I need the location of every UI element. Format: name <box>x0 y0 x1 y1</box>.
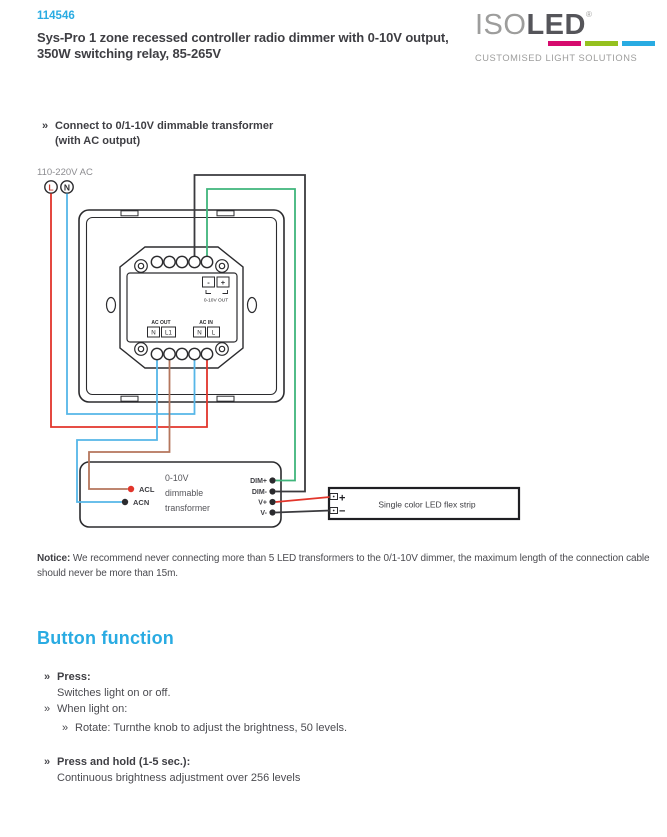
title-line-2: 350W switching relay, 85-265V <box>37 46 222 61</box>
bullet-icon: » <box>44 756 51 768</box>
list-item-press-detail: Switches light on or off. <box>57 687 171 699</box>
bullet-icon: » <box>62 722 69 734</box>
connect-note-line2: (with AC output) <box>55 135 141 147</box>
svg-text:-: - <box>207 278 210 287</box>
page-title: Sys-Pro 1 zone recessed controller radio… <box>37 30 477 62</box>
svg-text:Single color LED flex strip: Single color LED flex strip <box>378 500 476 510</box>
logo-wordmark: ISOLED® <box>475 11 661 40</box>
connect-note: » Connect to 0/1-10V dimmable transforme… <box>42 119 273 149</box>
dim-minus-dot <box>269 488 276 495</box>
neutral-terminal-icon: N <box>60 180 74 194</box>
section-heading-button-function: Button function <box>37 628 174 648</box>
logo-bar-green <box>585 41 618 46</box>
dimmer-labels: - + 0-10V OUT AC OUT N L1 AC IN N L <box>151 278 228 337</box>
title-line-1: Sys-Pro 1 zone recessed controller radio… <box>37 30 449 45</box>
logo-color-bars <box>548 41 655 46</box>
logo-bar-magenta <box>548 41 581 46</box>
v-minus-dot <box>269 509 276 516</box>
wiring-diagram: 110-220V AC L N <box>37 167 521 528</box>
bullet-icon: » <box>42 120 49 132</box>
acn-dot <box>121 498 129 506</box>
svg-text:V-: V- <box>260 510 267 517</box>
svg-text:+: + <box>339 493 345 505</box>
notice-line2: should never be more than 15m. <box>37 568 178 579</box>
svg-text:transformer: transformer <box>165 503 210 513</box>
svg-text:L1: L1 <box>165 330 172 337</box>
svg-text:−: − <box>339 506 345 518</box>
wire-v-plus <box>275 496 331 503</box>
svg-text:ACN: ACN <box>133 498 149 507</box>
mounting-notches <box>120 210 235 402</box>
transformer-box: ACL ACN 0-10V dimmable transformer DIM+ … <box>79 461 282 528</box>
notice-label: Notice: <box>37 553 71 564</box>
wire-ac-out-n <box>76 354 158 503</box>
svg-text:N: N <box>197 330 201 337</box>
svg-text:+: + <box>221 278 226 287</box>
logo-bar-cyan <box>622 41 655 46</box>
wire-dim-plus <box>206 188 296 482</box>
notice-line1: We recommend never connecting more than … <box>72 553 650 564</box>
side-slots <box>105 296 258 314</box>
svg-text:0-10V OUT: 0-10V OUT <box>204 298 228 304</box>
svg-text:AC IN: AC IN <box>199 320 213 326</box>
svg-text:L: L <box>212 330 216 337</box>
svg-text:DIM-: DIM- <box>252 489 268 496</box>
svg-text:V+: V+ <box>258 500 267 507</box>
screw-icons <box>134 259 229 356</box>
out-terminal-block <box>202 276 230 294</box>
bullet-icon: » <box>44 671 51 683</box>
led-strip-box: + − Single color LED flex strip <box>327 486 521 521</box>
svg-text:DIM+: DIM+ <box>250 478 267 485</box>
registered-mark: ® <box>585 10 593 19</box>
wires <box>50 174 331 514</box>
svg-text:L: L <box>48 183 53 193</box>
svg-text:dimmable: dimmable <box>165 488 203 498</box>
transformer-terminal-dots <box>121 477 276 516</box>
notice-text: Notice: We recommend never connecting mo… <box>37 551 662 581</box>
isoled-logo: ISOLED® CUSTOMISED LIGHT SOLUTIONS <box>475 11 661 66</box>
terminal-holes <box>150 255 214 361</box>
logo-iso: ISO <box>475 9 527 41</box>
list-item-when-light-on: » When light on: <box>44 703 128 715</box>
list-item-press: » Press: <box>44 671 91 683</box>
wire-ac-out-l1 <box>88 354 171 490</box>
led-strip-pads <box>329 493 338 514</box>
dimmer-device <box>78 209 285 403</box>
live-terminal-icon: L <box>44 180 58 194</box>
ac-terminal-blocks <box>147 326 220 338</box>
list-item-press-hold-detail: Continuous brightness adjustment over 25… <box>57 772 301 784</box>
wire-live <box>50 193 208 428</box>
mains-voltage-label: 110-220V AC <box>37 167 93 178</box>
list-item-press-hold: » Press and hold (1-5 sec.): <box>44 756 191 768</box>
svg-text:AC OUT: AC OUT <box>151 320 170 326</box>
product-number: 114546 <box>37 10 75 22</box>
dim-plus-dot <box>269 477 276 484</box>
logo-led: LED <box>526 9 586 41</box>
wire-neutral <box>66 193 196 415</box>
svg-text:0-10V: 0-10V <box>165 473 189 483</box>
v-plus-dot <box>269 498 276 506</box>
list-item-rotate: » Rotate: Turnthe knob to adjust the bri… <box>62 722 348 734</box>
wire-v-minus <box>275 509 331 514</box>
svg-text:N: N <box>151 330 155 337</box>
connect-note-line1: Connect to 0/1-10V dimmable transformer <box>55 120 274 132</box>
acl-dot <box>127 485 135 493</box>
svg-text:N: N <box>64 183 70 193</box>
svg-text:ACL: ACL <box>139 485 155 494</box>
logo-tagline: CUSTOMISED LIGHT SOLUTIONS <box>475 53 638 63</box>
bullet-icon: » <box>44 703 51 715</box>
wire-dim-minus <box>193 174 306 493</box>
